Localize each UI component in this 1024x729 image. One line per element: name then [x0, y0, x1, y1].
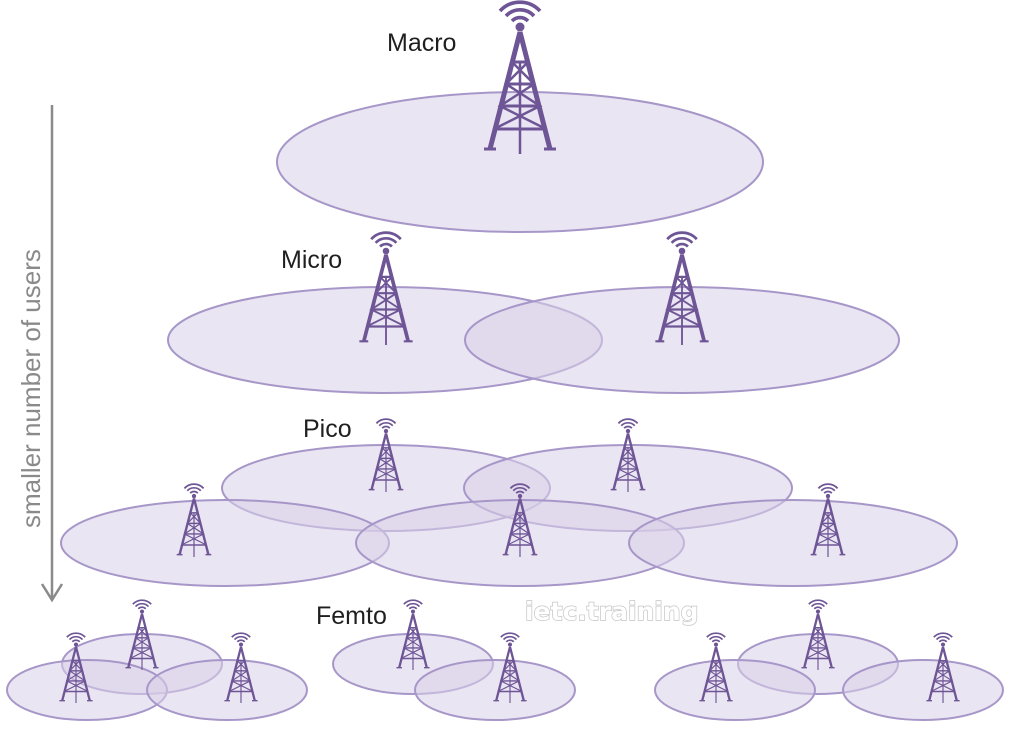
cell-tower-icon — [484, 2, 556, 154]
micro-label: Micro — [281, 246, 342, 274]
femto-cell — [654, 659, 816, 721]
pico-label: Pico — [303, 415, 352, 443]
side-axis-label: smaller number of users — [16, 249, 46, 528]
down-arrow-icon — [40, 105, 64, 603]
watermark: ietc.training — [525, 597, 699, 626]
macro-towers — [484, 2, 556, 154]
femto-cell — [414, 659, 576, 721]
macro-label: Macro — [387, 29, 456, 57]
femto-label: Femto — [316, 602, 387, 630]
femto-cell — [842, 659, 1004, 721]
femto-cell-layer — [6, 633, 1004, 721]
pico-cell — [628, 499, 958, 587]
femto-cell — [146, 659, 308, 721]
pico-cell — [60, 499, 390, 587]
micro-cell-layer — [167, 286, 900, 394]
